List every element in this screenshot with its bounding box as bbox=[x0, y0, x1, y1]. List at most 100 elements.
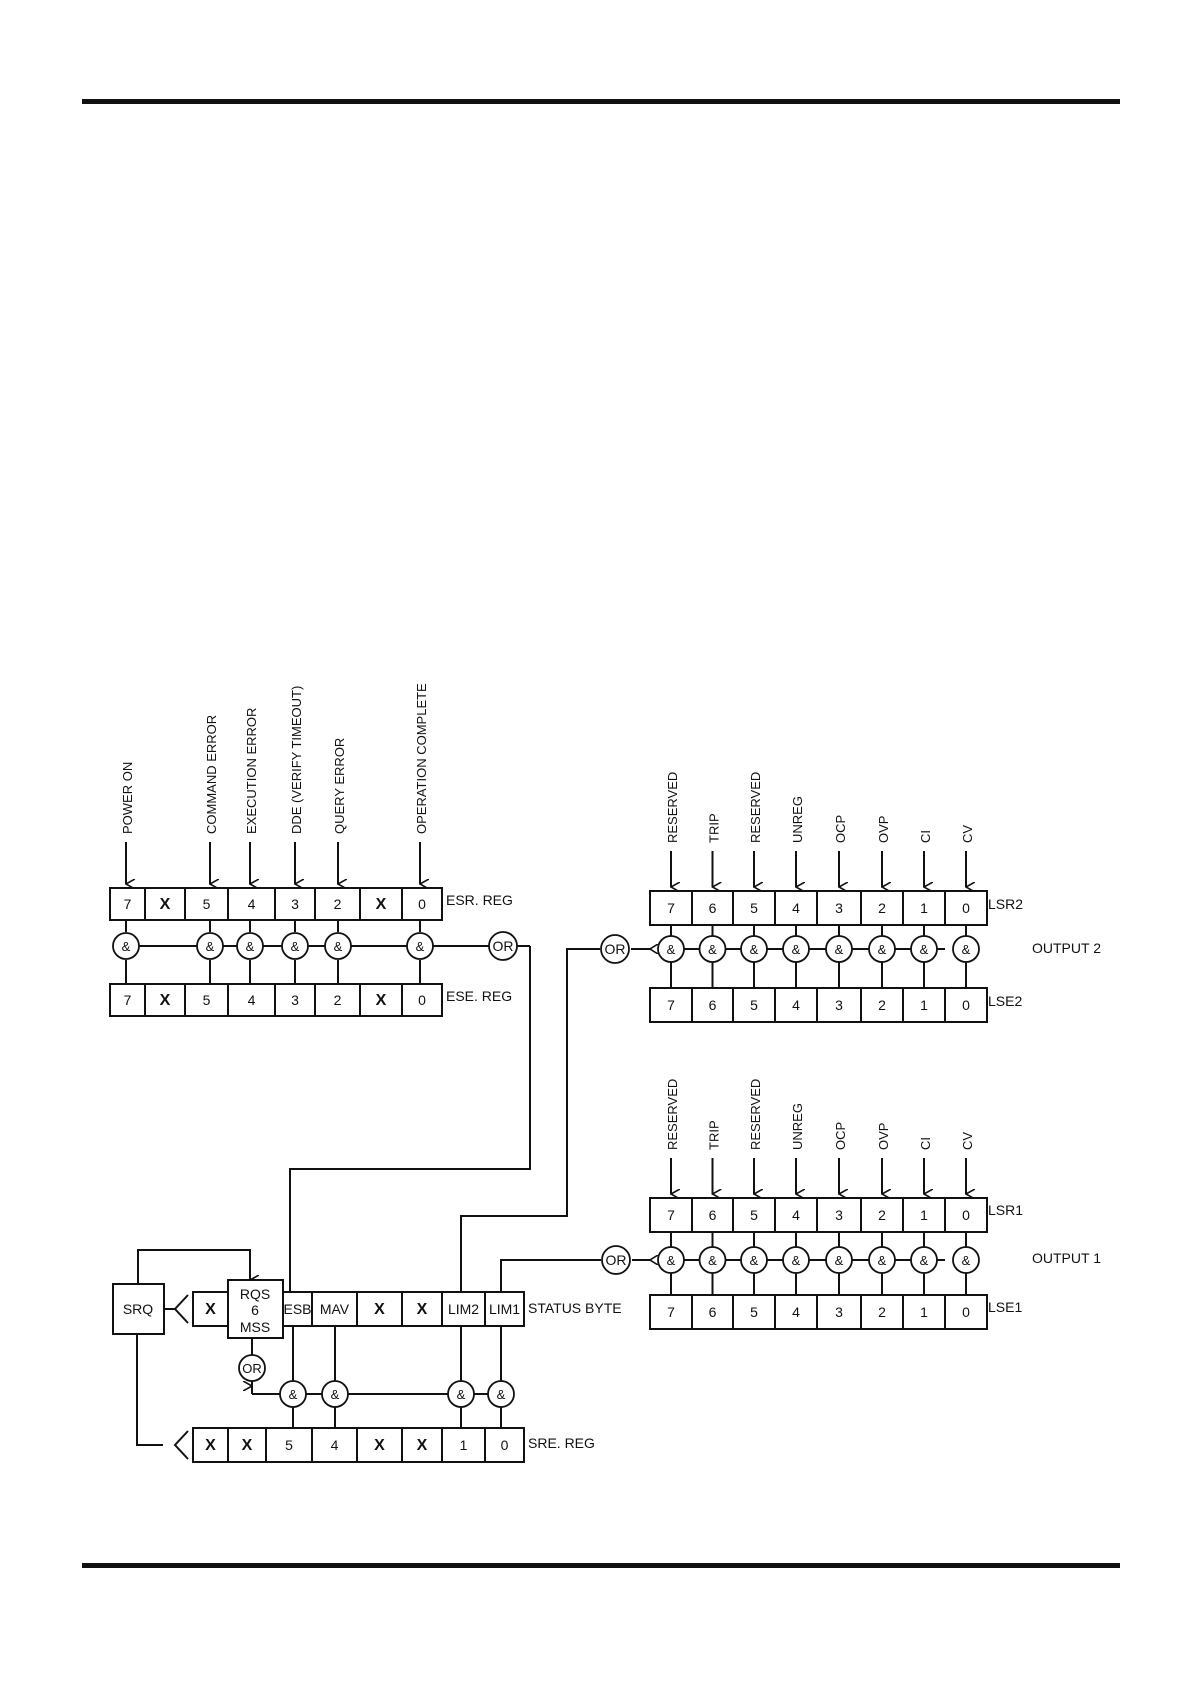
output1-and-gate-symbol: & bbox=[962, 1253, 971, 1268]
sre-and-gate bbox=[447, 1380, 475, 1408]
output1-and-gate bbox=[952, 1246, 980, 1274]
sre-or-gate bbox=[238, 1354, 266, 1382]
output1-and-gate bbox=[910, 1246, 938, 1274]
sre-cell-text: X bbox=[242, 1437, 253, 1454]
sre-reg-label: SRE. REG bbox=[528, 1435, 595, 1451]
sre-and-gate-symbol: & bbox=[457, 1387, 466, 1402]
status-byte-cell-text: MAV bbox=[320, 1301, 350, 1317]
output1-lsr-cell-text: 7 bbox=[667, 1207, 675, 1223]
esr-and-gate bbox=[112, 932, 140, 960]
ese-cell-text: 5 bbox=[203, 992, 211, 1008]
ese-cell-text: X bbox=[376, 992, 387, 1009]
ese-cell-text: 0 bbox=[418, 992, 426, 1008]
sre-and-gate-symbol: & bbox=[331, 1387, 340, 1402]
output2-and-gate-symbol: & bbox=[667, 942, 676, 957]
output2-and-gate bbox=[868, 935, 896, 963]
output1-lse-cell-text: 7 bbox=[667, 1304, 675, 1320]
output2-lsr-cell-text: 3 bbox=[835, 900, 843, 916]
output2-lse-cell bbox=[816, 987, 862, 1023]
status-byte-cell bbox=[441, 1291, 486, 1327]
sre-cell bbox=[192, 1427, 229, 1463]
output2-lsr-cell-text: 0 bbox=[962, 900, 970, 916]
rqs-mss-box bbox=[227, 1279, 284, 1339]
esr-input-label: QUERY ERROR bbox=[332, 738, 347, 834]
sre-cell bbox=[265, 1427, 313, 1463]
sre-cell-text: 0 bbox=[501, 1437, 509, 1453]
output1-lse-cell-text: 0 bbox=[962, 1304, 970, 1320]
srq-label: SRQ bbox=[123, 1301, 153, 1317]
output1-lse-cell-text: 6 bbox=[709, 1304, 717, 1320]
esr-or-gate-symbol: OR bbox=[493, 938, 514, 954]
esr-and-gate-symbol: & bbox=[334, 939, 343, 954]
output1-input-label: CV bbox=[960, 1132, 975, 1150]
output2-and-gate bbox=[782, 935, 810, 963]
ese-cell-text: 2 bbox=[334, 992, 342, 1008]
output2-and-gate-symbol: & bbox=[750, 942, 759, 957]
output2-lse-cell-text: 4 bbox=[792, 997, 800, 1013]
output1-and-gate-symbol: & bbox=[920, 1253, 929, 1268]
output1-lsr-cell-text: 5 bbox=[750, 1207, 758, 1223]
footer-rule bbox=[82, 1563, 1120, 1568]
output1-input-label: UNREG bbox=[790, 1103, 805, 1150]
output1-lsr-cell-text: 4 bbox=[792, 1207, 800, 1223]
output2-lse-cell-text: 3 bbox=[835, 997, 843, 1013]
output2-input-label: UNREG bbox=[790, 796, 805, 843]
esr-cell-text: 2 bbox=[334, 896, 342, 912]
ese-cell bbox=[227, 983, 276, 1017]
output2-lse-cell bbox=[649, 987, 693, 1023]
output2-and-gate bbox=[698, 935, 727, 963]
output2-lsr-cell-text: 4 bbox=[792, 900, 800, 916]
output2-and-gate-symbol: & bbox=[878, 942, 887, 957]
esr-and-gate-symbol: & bbox=[416, 939, 425, 954]
output2-or-gate-symbol: OR bbox=[605, 941, 626, 957]
srq-box bbox=[112, 1283, 165, 1335]
output2-and-gate bbox=[740, 935, 768, 963]
output1-lse-cell-text: 1 bbox=[920, 1304, 928, 1320]
output2-and-gate-symbol: & bbox=[835, 942, 844, 957]
esr-or-gate bbox=[488, 931, 518, 961]
sre-cell-text: X bbox=[205, 1437, 216, 1454]
output2-lse-cell-text: 7 bbox=[667, 997, 675, 1013]
output1-lsr-cell bbox=[902, 1197, 946, 1233]
output2-input-label: RESERVED bbox=[748, 772, 763, 843]
output1-lse-cell-text: 2 bbox=[878, 1304, 886, 1320]
output1-input-label: TRIP bbox=[707, 1120, 722, 1150]
sre-and-gate-symbol: & bbox=[497, 1387, 506, 1402]
esr-and-gate bbox=[406, 932, 434, 960]
output1-lse-cell bbox=[732, 1294, 776, 1330]
output1-lsr-cell-text: 1 bbox=[920, 1207, 928, 1223]
output2-lse-cell-text: 2 bbox=[878, 997, 886, 1013]
status-byte-cell-text: X bbox=[374, 1301, 385, 1318]
ese-cell-text: X bbox=[160, 992, 171, 1009]
ese-cell-text: 7 bbox=[124, 992, 132, 1008]
esr-cell bbox=[227, 887, 276, 921]
status-byte-cell-text: ESB bbox=[283, 1301, 311, 1317]
sre-and-gate bbox=[487, 1380, 515, 1408]
output1-input-label: RESERVED bbox=[748, 1079, 763, 1150]
esr-cell-text: 7 bbox=[124, 896, 132, 912]
status-byte-label: STATUS BYTE bbox=[528, 1300, 622, 1316]
output2-and-gate-symbol: & bbox=[920, 942, 929, 957]
lse1-label: LSE1 bbox=[988, 1299, 1022, 1315]
output1-and-gate bbox=[657, 1246, 685, 1274]
sre-or-gate-symbol: OR bbox=[242, 1361, 262, 1376]
output1-input-label: RESERVED bbox=[665, 1079, 680, 1150]
output1-or-gate-symbol: OR bbox=[606, 1252, 627, 1268]
esr-and-gate bbox=[236, 932, 264, 960]
status-byte-cell bbox=[484, 1291, 525, 1327]
rqs-bit-label: 6 bbox=[251, 1302, 259, 1318]
esr-cell bbox=[144, 887, 186, 921]
output2-title: OUTPUT 2 bbox=[1032, 940, 1101, 956]
output2-and-gate bbox=[952, 935, 980, 963]
sre-cell-text: X bbox=[417, 1437, 428, 1454]
esr-and-gate bbox=[196, 932, 224, 960]
header-rule bbox=[82, 99, 1120, 104]
ese-reg-label: ESE. REG bbox=[446, 988, 512, 1004]
sre-cell-text: 4 bbox=[331, 1437, 339, 1453]
esr-cell bbox=[109, 887, 146, 921]
output2-lse-cell-text: 6 bbox=[709, 997, 717, 1013]
sre-and-gate bbox=[279, 1380, 307, 1408]
ese-cell bbox=[184, 983, 229, 1017]
esr-cell-text: X bbox=[376, 896, 387, 913]
